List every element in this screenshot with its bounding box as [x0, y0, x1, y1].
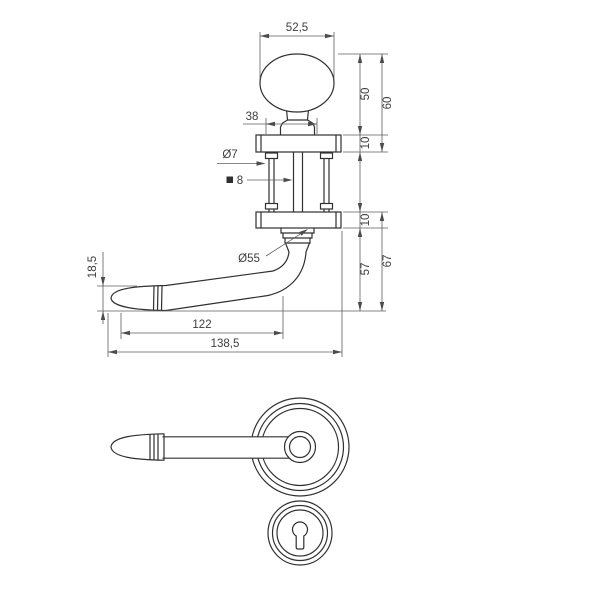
- callout-bolt-diameter: Ø7: [217, 149, 266, 166]
- lower-rose-plate: [255, 211, 342, 229]
- callout-rose-diameter: Ø55: [238, 229, 308, 265]
- knob-shape: [259, 53, 335, 113]
- lever-grip-cap-front: [110, 433, 165, 461]
- callout-spindle-size: 8: [226, 175, 293, 187]
- dim-knob-total-height-label: 60: [382, 97, 394, 110]
- lever-rosette-front: [110, 397, 350, 497]
- upper-rose-plate: [255, 134, 342, 153]
- dim-knob-height-label: 50: [360, 88, 372, 101]
- dim-grip-diameter-label: 18,5: [87, 256, 99, 278]
- dimension-column-outer: 60 67: [379, 54, 394, 311]
- dim-lever-length-label: 122: [192, 319, 211, 331]
- square-spindle-icon: [226, 176, 233, 183]
- dim-total-length-label: 138,5: [211, 338, 240, 350]
- grip-ring-grooves-front: [149, 433, 159, 461]
- euro-keyhole: [291, 521, 309, 550]
- knob-outline: [259, 53, 335, 136]
- dim-knob-width-label: 52,5: [286, 22, 308, 34]
- cylinder-escutcheon-front: [267, 500, 333, 566]
- dim-spindle-size-label: 8: [237, 175, 243, 187]
- front-view-drawing: [110, 397, 350, 566]
- dimension-grip-diameter: 18,5: [87, 252, 137, 324]
- dim-plate-width-label: 38: [246, 111, 259, 123]
- dim-upper-rose-thickness-label: 10: [360, 137, 372, 150]
- lever-side-outline: [110, 227, 315, 312]
- dim-rose-diameter-label: Ø55: [238, 253, 260, 265]
- dimension-plate-width: 38: [243, 111, 318, 134]
- dim-lower-rose-thickness-label: 10: [360, 214, 372, 227]
- grip-ring-grooves: [152, 285, 163, 311]
- dimension-lever-length: 122: [120, 296, 284, 339]
- dim-bolt-diameter-label: Ø7: [222, 149, 237, 161]
- lever-bar-front: [162, 436, 291, 459]
- dimension-knob-width: 52,5: [259, 22, 335, 79]
- dim-handle-height-label: 57: [360, 263, 372, 276]
- side-view-drawing: 52,5 38 Ø7 8 Ø55 18,5: [87, 22, 394, 357]
- dim-handle-total-height-label: 67: [382, 255, 394, 268]
- dimension-total-length: 138,5: [107, 231, 343, 357]
- right-extension-lines: [97, 53, 388, 312]
- dimension-column-inner: 50 10 10 57: [357, 54, 372, 311]
- square-spindle: [292, 151, 304, 213]
- fixing-bolts: [264, 151, 334, 213]
